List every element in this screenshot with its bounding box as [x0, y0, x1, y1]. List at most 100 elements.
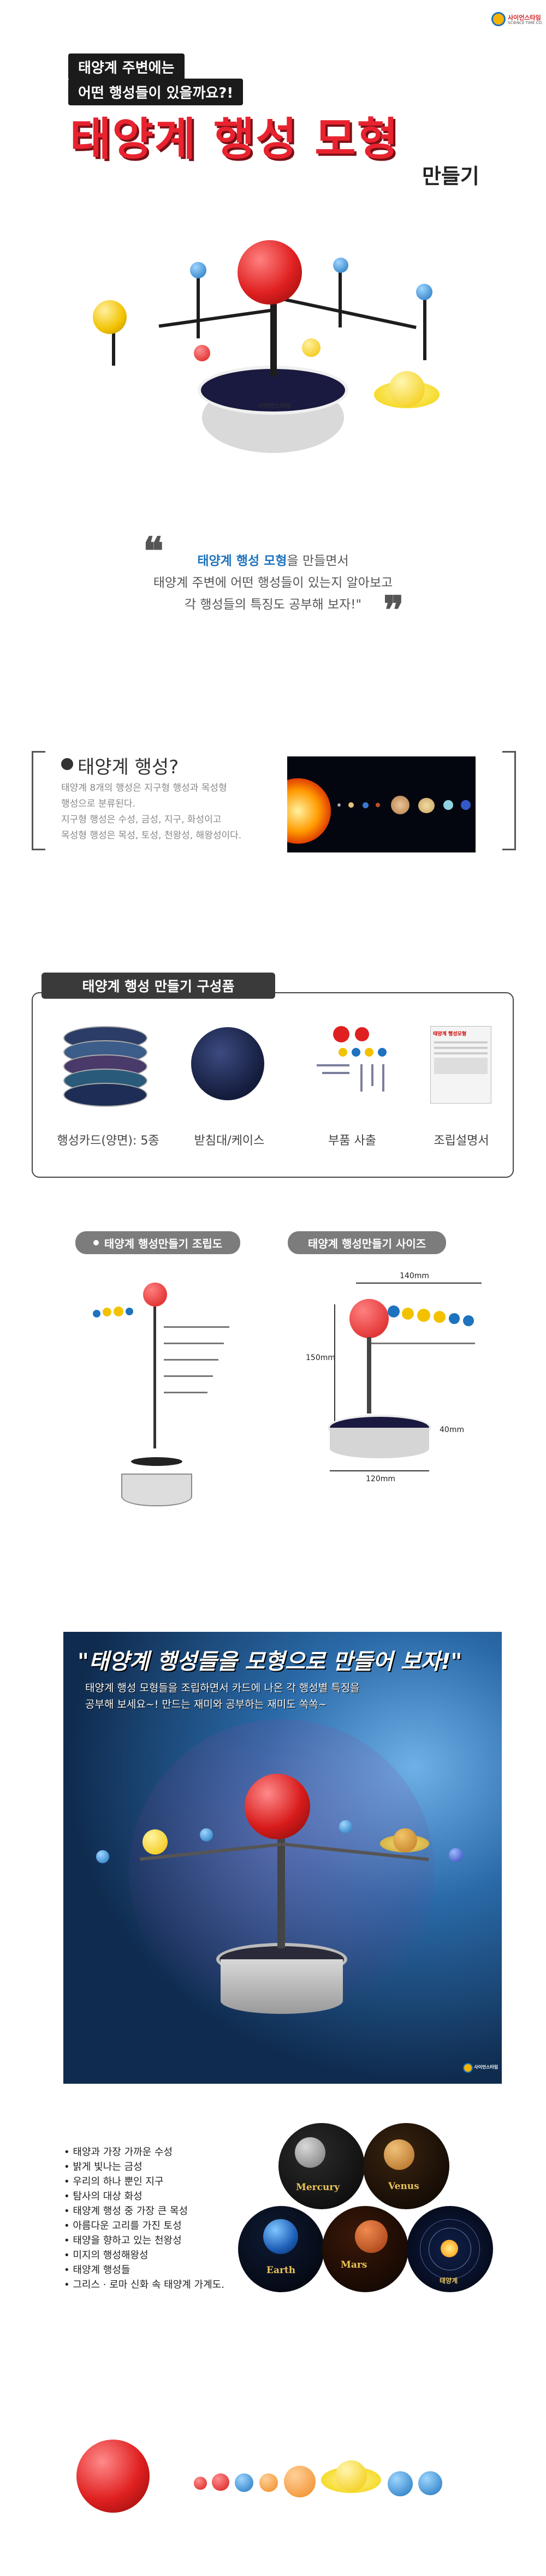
diagram-base [121, 1474, 192, 1506]
model-arm [112, 317, 115, 366]
info-text: 태양계 8개의 행성은 지구형 행성과 목성형 행성으로 분류된다. 지구형 행… [61, 780, 290, 844]
quote-line1: 태양계 행성 모형을 만들면서 [0, 550, 546, 572]
mars-image [355, 2220, 388, 2253]
part-arm [382, 1064, 384, 1092]
sun-ball [143, 1283, 167, 1307]
poster-title: "태양계 행성들을 모형으로 만들어 보자!" [78, 1649, 462, 1674]
card-label: Earth [266, 2265, 296, 2276]
planet-ball [200, 1828, 213, 1841]
planet-ball [402, 1308, 414, 1320]
part-arm [371, 1064, 373, 1086]
planet-ball [449, 1848, 463, 1862]
orbit-ring [420, 2219, 480, 2279]
manual-heading: 태양계 행성모형 [433, 1031, 467, 1037]
model-pole [367, 1337, 371, 1414]
model-arm [423, 295, 426, 360]
bullet-dot [61, 758, 73, 770]
size-base-width: 120mm [366, 1475, 395, 1483]
poster-text: 태양계 행성 모형들을 조립하면서 카드에 나온 각 행성별 특징을 공부해 보… [85, 1680, 478, 1713]
planet-ball [96, 1850, 109, 1863]
planet-card-mercury: Mercury [278, 2123, 365, 2209]
quote-line2: 태양계 주변에 어떤 행성들이 있는지 알아보고 [153, 576, 393, 590]
part-ball [365, 1048, 373, 1057]
model-arm [371, 1343, 475, 1344]
saturn-ball [389, 371, 425, 407]
part-arm [317, 1064, 349, 1066]
hero-tag-line2: 어떤 행성들이 있을까요?! [68, 79, 244, 105]
planet-dot [391, 796, 410, 814]
size-base-height: 40mm [440, 1426, 465, 1434]
diagram-arm [164, 1326, 229, 1328]
card-label: Mercury [296, 2182, 340, 2193]
part-ball [355, 1027, 369, 1041]
venus-image [384, 2139, 414, 2170]
planet-dot [461, 800, 471, 810]
card-label: Mars [341, 2259, 367, 2270]
magnifier-icon [463, 2063, 473, 2073]
model-base [221, 1959, 343, 2014]
planet-ball [302, 338, 321, 357]
planet-dot [348, 802, 354, 808]
feature-item: 태양과 가장 가까운 수성 [64, 2145, 224, 2160]
info-line: 행성으로 분류된다. [61, 798, 135, 809]
manual-figure [434, 1058, 488, 1074]
diagram-arm [164, 1375, 213, 1377]
planet-ball [190, 262, 206, 278]
planet-ball [194, 345, 210, 361]
saturn-ball [335, 2460, 367, 2492]
planet-ball [463, 1315, 474, 1326]
part-arm [360, 1064, 363, 1092]
assembly-diagram [82, 1266, 246, 1517]
brand-name: 사이언스타임 [508, 14, 541, 21]
planet-ball [449, 1313, 460, 1324]
sun-ball [245, 1774, 310, 1839]
quote-line1-rest: 을 만들면서 [287, 554, 349, 568]
model-brand: 사이언스타임 [258, 402, 292, 409]
part-ball [418, 2471, 442, 2495]
feature-item: 태양계 행성들 [64, 2263, 224, 2277]
planet-dot [443, 800, 453, 810]
hero-tag-line1: 태양계 주변에는 [68, 53, 185, 80]
planet-ball [416, 284, 432, 300]
size-width-top: 140mm [400, 1272, 429, 1280]
diagram-arm [164, 1343, 224, 1344]
poster: "태양계 행성들을 모형으로 만들어 보자!" 태양계 행성 모형들을 조립하면… [63, 1632, 502, 2084]
feature-item: 태양을 향하고 있는 천왕성 [64, 2233, 224, 2248]
card-stack [63, 1083, 147, 1107]
diagram-arm [164, 1359, 218, 1361]
feature-item: 미지의 행성해왕성 [64, 2248, 224, 2263]
mercury-image [295, 2137, 325, 2168]
feature-item: 그리스 · 로마 신화 속 태양계 가계도. [64, 2277, 224, 2292]
part-ball [114, 1307, 123, 1316]
part-ball [388, 2471, 413, 2496]
diagram-pole [153, 1307, 156, 1448]
planet-card-solar-system: 태양계 [407, 2206, 493, 2292]
card-label: Venus [388, 2181, 419, 2192]
model-pole [277, 1817, 285, 1948]
parts-image [306, 1026, 404, 1097]
model-arm [197, 273, 200, 338]
composition-label: 행성카드(양면): 5종 [57, 1134, 159, 1148]
poster-brand-name: 사이언스타임 [474, 2065, 498, 2070]
part-ball [378, 1048, 387, 1057]
manual-line [434, 1047, 488, 1049]
model-arm [158, 308, 273, 328]
planet-ball [388, 1305, 400, 1317]
composition-label: 부품 사출 [328, 1134, 376, 1148]
diagram-arm [164, 1392, 207, 1393]
assembly-diagram-text: 태양계 행성만들기 조립도 [104, 1237, 223, 1250]
part-ball [93, 1310, 100, 1317]
planet-ball [333, 258, 348, 273]
part-ball [333, 1026, 349, 1042]
close-quote-icon: ❞ [383, 587, 404, 633]
card-label: 태양계 [440, 2277, 458, 2285]
feature-item: 태양계 행성 중 가장 큰 목성 [64, 2204, 224, 2219]
part-ball [212, 2473, 229, 2491]
dimension-line [356, 1283, 482, 1284]
composition-title: 태양계 행성 만들기 구성품 [41, 973, 275, 999]
solar-system-image [287, 756, 476, 852]
brand-logo: 사이언스타임 SCIENCE TIME CO. [491, 12, 543, 28]
poster-brand-logo: 사이언스타임 [463, 2062, 498, 2077]
planet-dot [418, 798, 435, 813]
feature-item: 우리의 하나 뿐인 지구 [64, 2174, 224, 2189]
